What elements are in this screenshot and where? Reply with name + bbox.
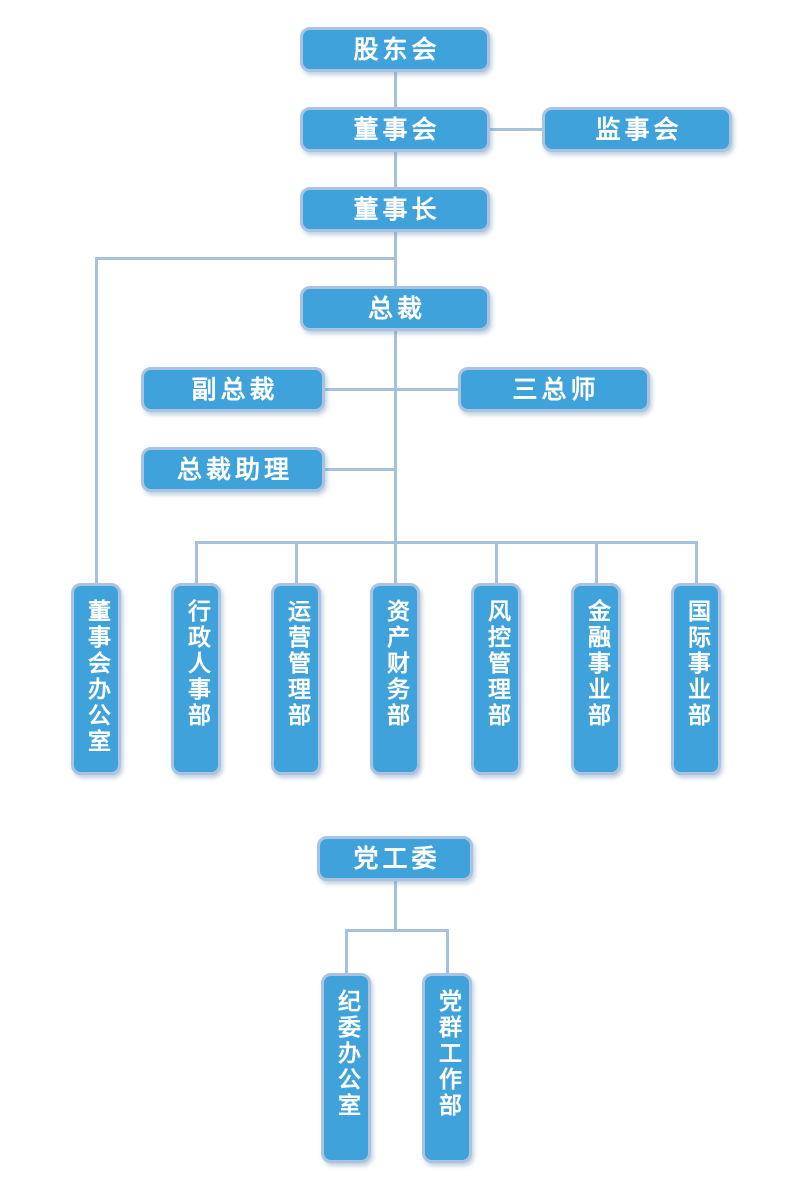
connector-stub-operations	[294, 541, 298, 583]
org-node-president-assistant: 总裁助理	[141, 447, 325, 492]
connector-stub-partymass	[445, 929, 449, 973]
connector-chairman-boardoffice-vertical	[94, 257, 98, 583]
connector-shareholders-board	[393, 72, 397, 107]
org-node-board: 董事会	[300, 107, 490, 152]
org-node-financial-business: 金融事业部	[571, 583, 621, 775]
connector-departments-bar	[194, 541, 698, 544]
connector-stub-risk-control	[494, 541, 498, 583]
org-node-board-office: 董事会办公室	[71, 583, 121, 775]
org-node-discipline-office: 纪委办公室	[321, 973, 371, 1163]
connector-partycommittee-trunk	[393, 881, 397, 931]
connector-party-bar	[344, 929, 449, 932]
connector-board-chairman	[393, 152, 397, 187]
org-node-party-committee: 党工委	[317, 836, 473, 881]
org-node-chairman: 董事长	[300, 187, 490, 232]
org-node-party-mass-work: 党群工作部	[422, 973, 472, 1163]
connector-chairman-boardoffice-horizontal	[94, 257, 395, 260]
org-node-admin-hr: 行政人事部	[171, 583, 221, 775]
connector-stub-discipline	[344, 929, 348, 973]
connector-vicepresident-threechiefs	[325, 388, 458, 391]
org-node-operations: 运营管理部	[271, 583, 321, 775]
connector-board-supervisory	[490, 128, 542, 131]
org-node-asset-finance: 资产财务部	[370, 583, 420, 775]
connector-president-trunk	[393, 331, 397, 583]
org-node-vice-president: 副总裁	[141, 367, 325, 412]
org-node-international-business: 国际事业部	[671, 583, 721, 775]
connector-stub-international	[694, 541, 698, 583]
connector-stub-financial	[594, 541, 598, 583]
org-node-shareholders: 股东会	[300, 27, 490, 72]
org-node-president: 总裁	[300, 286, 490, 331]
connector-stub-admin-hr	[194, 541, 198, 583]
org-node-risk-control: 风控管理部	[471, 583, 521, 775]
connector-chairman-president	[393, 232, 397, 286]
org-node-supervisory: 监事会	[542, 107, 732, 152]
connector-presidentassistant	[325, 468, 395, 471]
org-node-three-chiefs: 三总师	[458, 367, 650, 412]
